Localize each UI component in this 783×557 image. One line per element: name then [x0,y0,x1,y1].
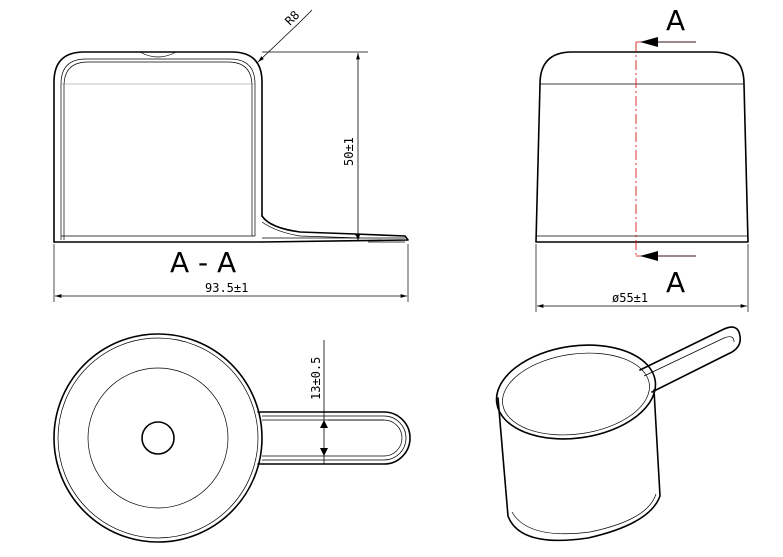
iso-cup-body [497,389,661,542]
handle-profile [261,215,409,243]
section-title: A - A [170,246,236,279]
dim-diameter-label: ø55±1 [612,291,648,305]
side-cup-outline [535,51,749,243]
dim-length-label: 93.5±1 [205,281,248,295]
cup-inner-wall [60,58,256,240]
isometric-view [495,326,742,542]
top-cup-outer-rim [53,333,263,543]
top-center-hole [141,421,175,455]
cup-outer-outline [53,51,263,243]
side-view: A A ø55±1 [535,4,749,312]
section-view: R8 50±1 A - A 93.5±1 [53,8,409,302]
top-handle-outline [257,411,411,465]
dim-height-label: 50±1 [342,137,356,166]
section-arrow-bottom [640,251,658,261]
section-label-top: A [666,4,685,37]
section-label-bottom: A [666,266,685,299]
section-arrow-top [640,37,658,47]
iso-cup-rim [495,344,657,440]
dim-radius-label: R8 [282,8,302,28]
iso-handle-outline [639,326,742,393]
top-view: 13±0.5 [53,333,411,543]
dim-handle-width-label: 13±0.5 [309,357,323,400]
top-dimple [139,51,177,58]
